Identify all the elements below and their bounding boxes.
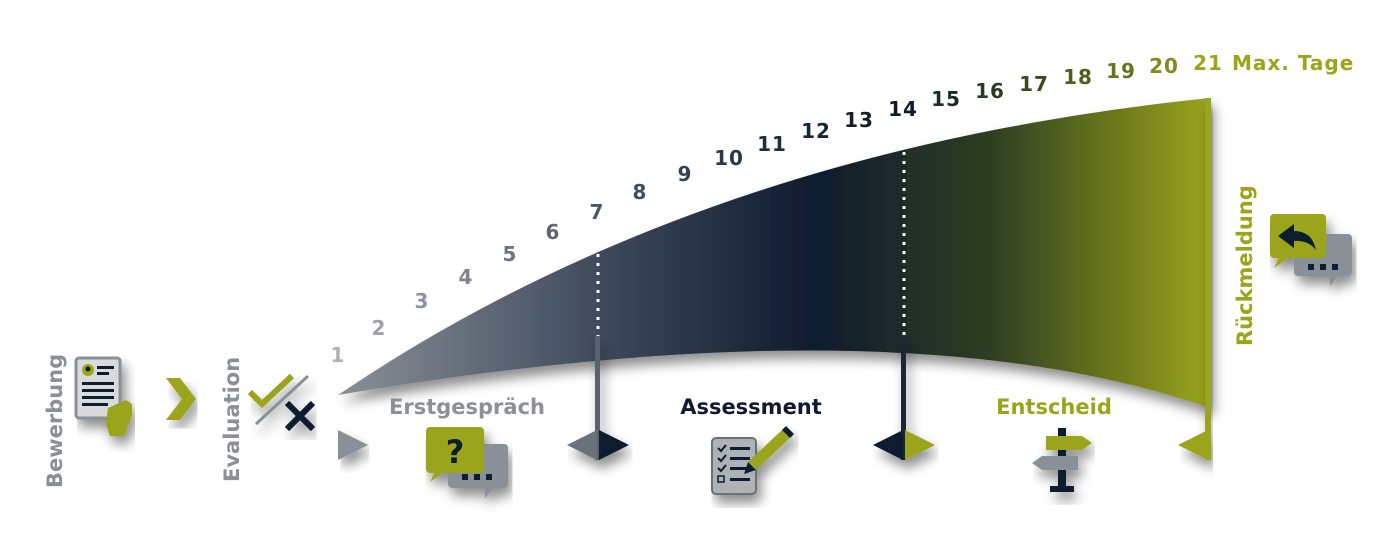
day-label: 18: [1063, 65, 1093, 89]
phase-label-erstgespraech: Erstgespräch: [389, 395, 545, 419]
day-label: 17: [1019, 72, 1049, 96]
day-label: 21: [1193, 51, 1223, 75]
step-label-bewerbung: Bewerbung: [43, 354, 67, 488]
day-label: 13: [844, 108, 874, 132]
flag-end: [1178, 98, 1211, 460]
chevron-right-icon: [166, 378, 196, 420]
check-cross-icon: [247, 373, 316, 432]
day-label: 5: [503, 242, 518, 266]
day-label: 16: [975, 79, 1005, 103]
phase-label-entscheid: Entscheid: [996, 395, 1112, 419]
day-label: 7: [590, 200, 605, 224]
day-label: 14: [888, 97, 918, 121]
day-label: 1: [331, 343, 346, 367]
day-label: 12: [801, 119, 831, 143]
day-label: 2: [372, 316, 387, 340]
timeline-band: [338, 98, 1210, 408]
day-label: 3: [415, 289, 430, 313]
day-label: 9: [678, 162, 693, 186]
question-chat-icon: ?: [426, 427, 508, 498]
day-label: 11: [757, 132, 787, 156]
flag-day-7: [567, 336, 629, 460]
max-days-label: Max. Tage: [1232, 51, 1354, 75]
day-label: 8: [633, 180, 648, 204]
phase-label-assessment: Assessment: [680, 395, 822, 419]
signpost-icon: [1032, 428, 1092, 492]
day-scale: 1 2 3 4 5 6 7 8 9 10 11 12 13 14 15 16 1…: [331, 51, 1354, 367]
flag-start: [338, 395, 368, 460]
step-label-rueckmeldung: Rückmeldung: [1233, 185, 1257, 346]
svg-text:?: ?: [446, 433, 465, 471]
step-label-evaluation: Evaluation: [220, 357, 244, 482]
cv-document-hand-icon: [74, 356, 132, 436]
checklist-pencil-icon: [711, 426, 794, 495]
day-label: 20: [1149, 54, 1179, 78]
day-label: 4: [459, 265, 474, 289]
flag-day-14: [873, 336, 935, 460]
day-label: 6: [546, 220, 561, 244]
day-label: 15: [931, 87, 961, 111]
day-label: 10: [714, 146, 744, 170]
day-label: 19: [1106, 59, 1136, 83]
reply-chat-icon: [1270, 214, 1352, 286]
